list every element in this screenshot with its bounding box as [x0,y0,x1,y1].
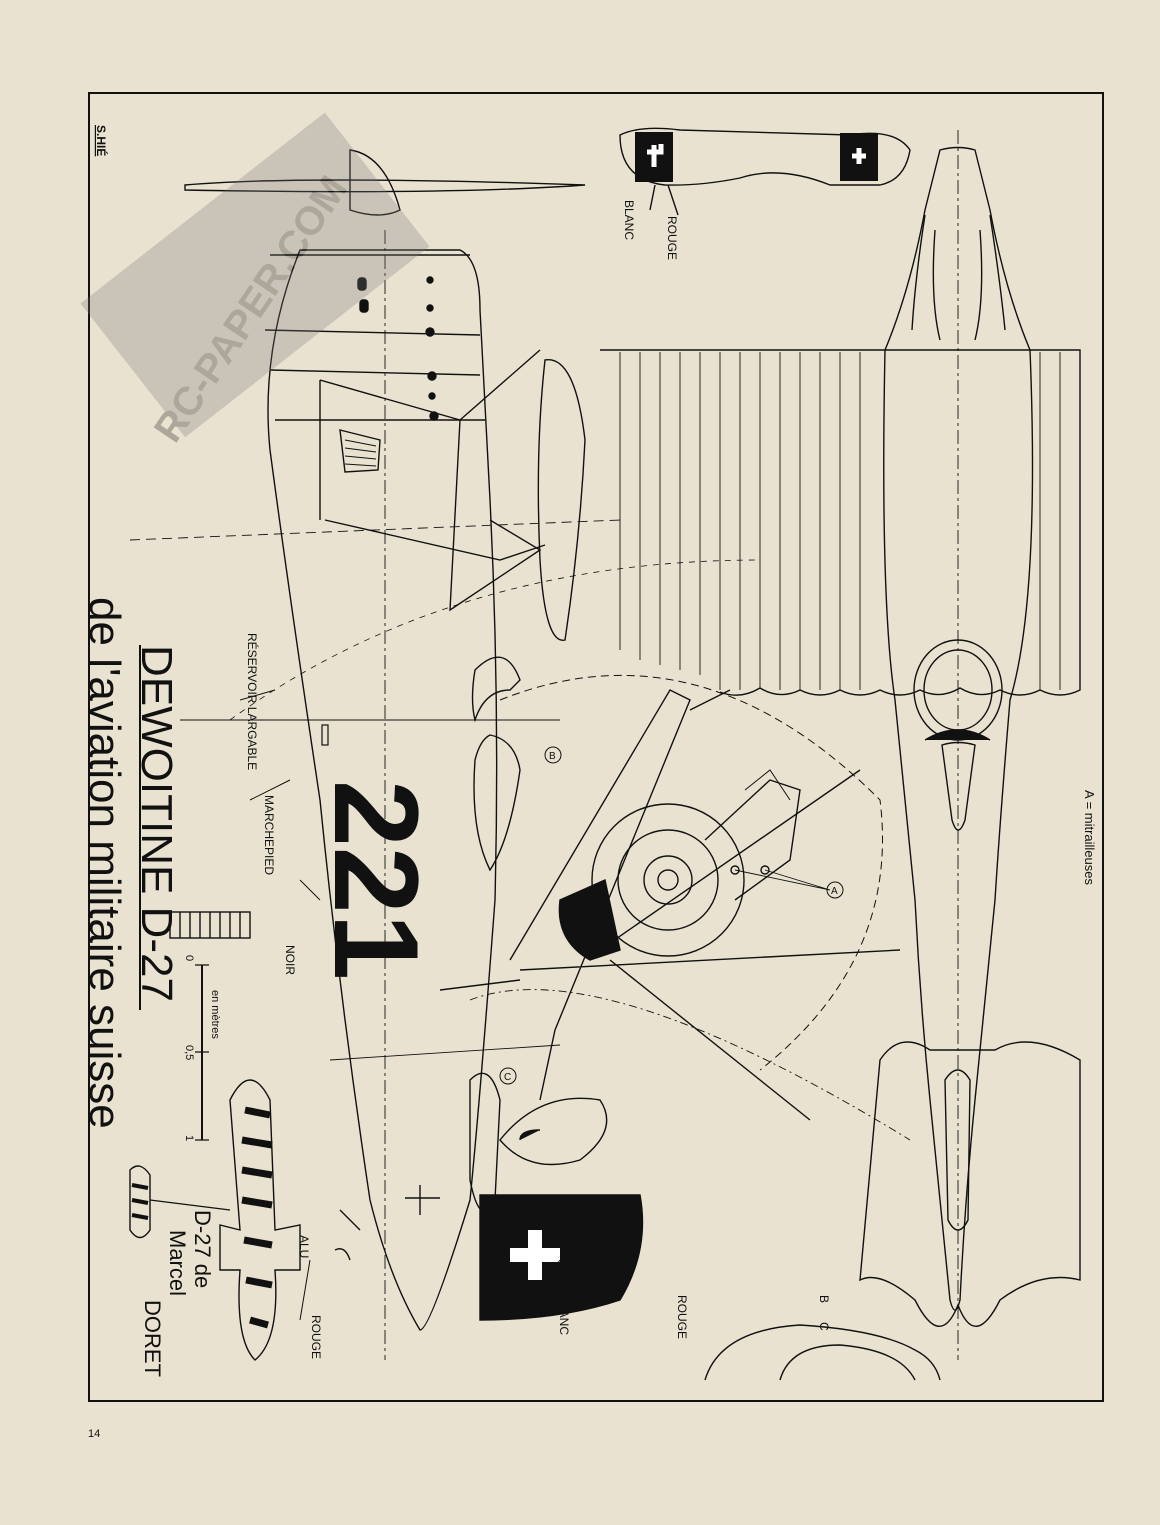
svg-text:C: C [504,1072,511,1083]
scale-bar [195,964,209,1141]
label-blanc-rudder: BLANC [557,1295,571,1335]
label-reservoir: RÉSERVOIR LARGABLE [245,633,260,770]
page-number: 14 [88,1428,101,1440]
marker-a: A [826,881,844,899]
marker-c: C [499,1067,517,1085]
label-rouge-rudder: ROUGE [675,1295,689,1339]
label-alu: ALU [297,1235,311,1258]
section-c: C [817,1322,831,1331]
svg-text:A: A [831,886,838,897]
scale-tick-1: 1 [183,1135,195,1141]
doret-silhouette [129,1079,301,1361]
registration-number: 221 [309,780,443,980]
marker-b: B [544,746,562,764]
front-view [229,559,911,1166]
scale-unit: en mètres [209,990,221,1039]
doret-caption-line3: DORET [140,1300,165,1377]
scale-tick-0: 0 [183,955,195,961]
svg-text:B: B [549,751,556,762]
scale-tick-05: 0,5 [183,1045,195,1060]
wing-underside-view [619,127,911,216]
title-sub: de l'aviation militaire suisse [80,597,129,1129]
label-marchepied: MARCHEPIED [262,795,276,875]
ladder-icon [169,911,251,939]
top-view [600,130,1081,1381]
label-rouge-top: ROUGE [665,216,679,260]
section-b: B [817,1295,831,1303]
drawing-frame [88,92,1104,1402]
side-view [129,149,644,1360]
label-rouge-doret: ROUGE [309,1315,323,1359]
label-noir: NOIR [283,945,297,975]
watermark: RC-PAPER.COM [80,112,430,450]
doret-caption-line1: D-27 de [190,1210,215,1288]
doret-caption-line2: Marcel [165,1230,190,1296]
label-blanc-top: BLANC [622,200,636,240]
signature: S.HIÉ [94,125,109,156]
legend-miltrailleuses: A = mitrailleuses [1082,790,1097,886]
